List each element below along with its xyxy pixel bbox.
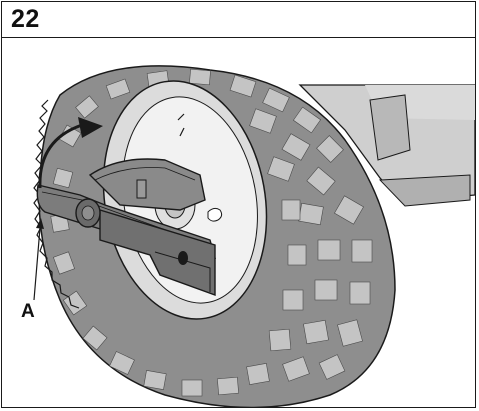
callout-leader-line [33,218,44,301]
machine-body-panel [298,84,475,207]
figure-number: 22 [11,5,40,33]
tire-tread [50,68,373,397]
callout-label-a: A [21,301,35,322]
hitch-bracket [36,158,216,296]
rotation-arrow-icon [38,117,103,189]
header-divider [2,37,475,38]
